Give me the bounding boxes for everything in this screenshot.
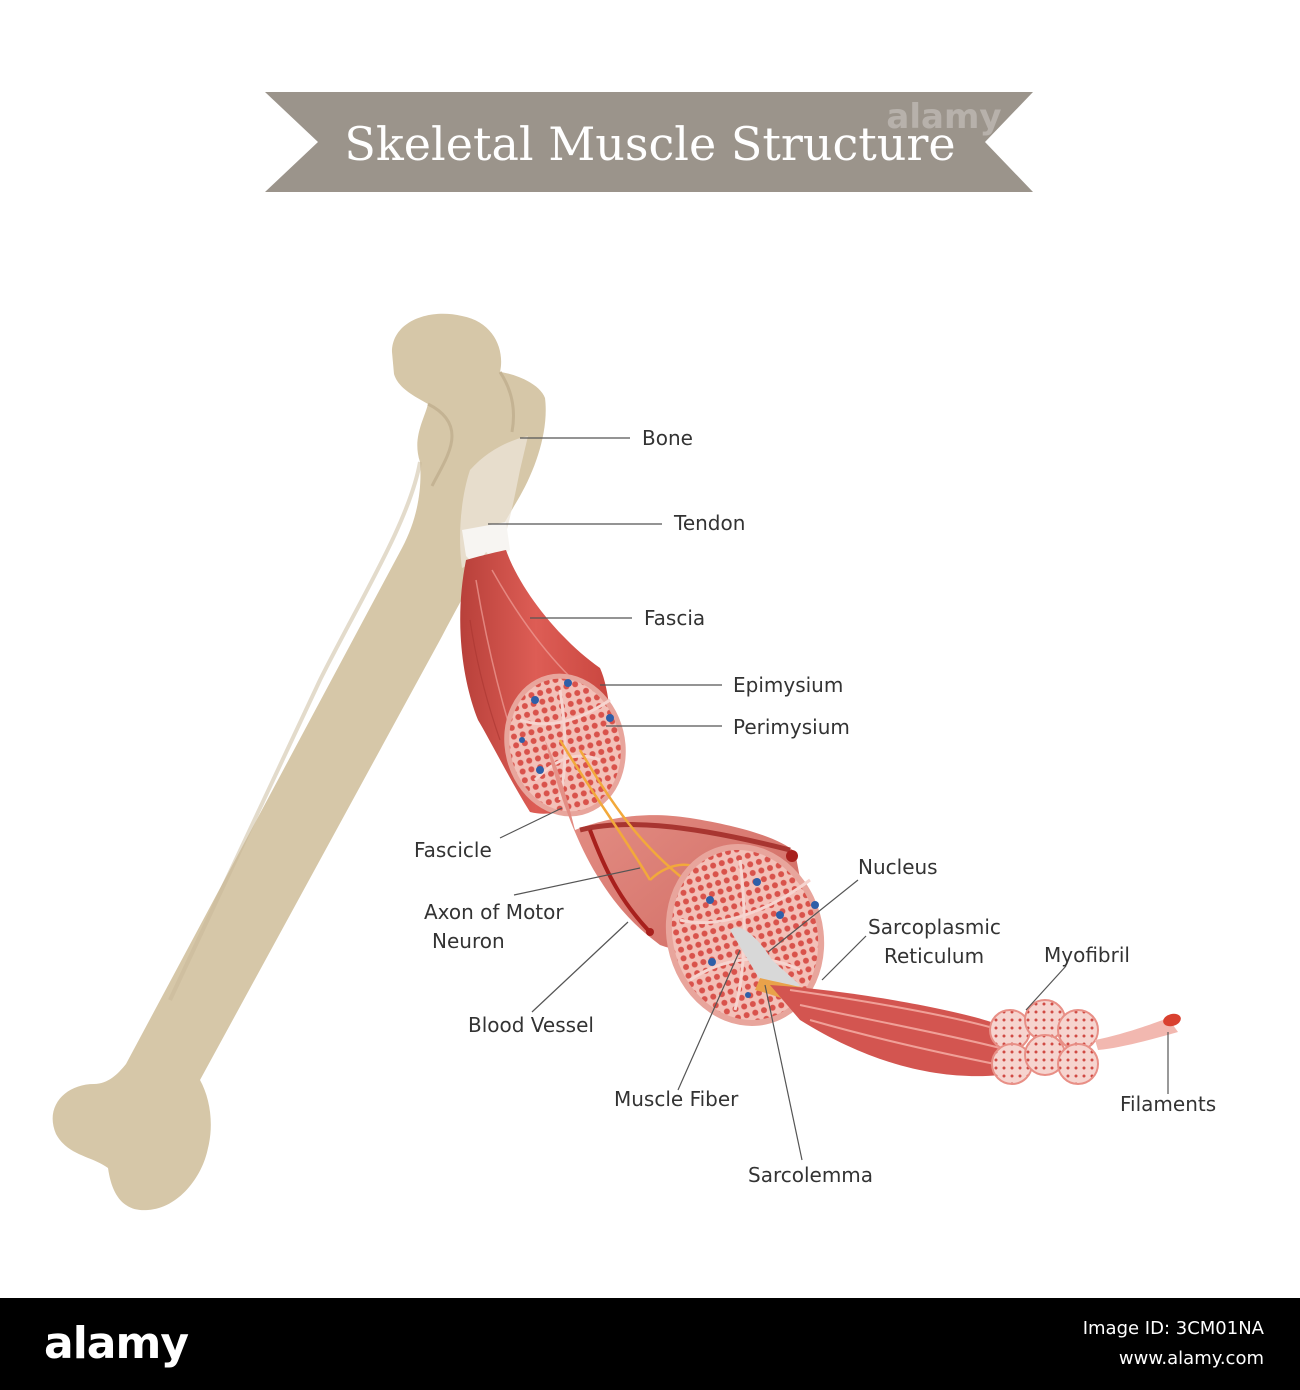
label-nucleus: Nucleus (858, 855, 938, 879)
footer-image-id: Image ID: 3CM01NA (1082, 1318, 1264, 1339)
label-epimysium: Epimysium (733, 673, 843, 697)
leader-lines (488, 437, 1169, 1161)
title-banner: Skeletal Muscle Structure alamy (265, 92, 1033, 192)
label-muscle-fiber: Muscle Fiber (614, 1087, 739, 1111)
footer-url: www.alamy.com (1118, 1348, 1264, 1369)
label-bone: Bone (642, 426, 693, 450)
label-myofibril: Myofibril (1044, 943, 1130, 967)
labels: Bone Tendon Fascia Epimysium Perimysium … (414, 426, 1216, 1187)
label-blood-vessel: Blood Vessel (468, 1013, 594, 1037)
label-axon-line2: Neuron (432, 929, 505, 953)
upper-cross-section (504, 673, 626, 817)
label-perimysium: Perimysium (733, 715, 850, 739)
femur-bone-illustration (52, 313, 546, 1211)
muscle-fiber-illustration (730, 927, 1181, 1085)
label-filaments: Filaments (1120, 1092, 1216, 1116)
footer-logo: alamy (44, 1318, 189, 1369)
label-fascia: Fascia (644, 606, 705, 630)
label-tendon: Tendon (673, 511, 745, 535)
label-sarcoplasmic-line1: Sarcoplasmic (868, 915, 1001, 939)
label-axon-line1: Axon of Motor (424, 900, 564, 924)
footer-bar (0, 1298, 1300, 1390)
label-fascicle: Fascicle (414, 838, 492, 862)
label-sarcolemma: Sarcolemma (748, 1163, 873, 1187)
watermark-text: alamy (886, 97, 1001, 137)
label-sarcoplasmic-line2: Reticulum (884, 944, 984, 968)
page-title: Skeletal Muscle Structure (344, 117, 955, 171)
